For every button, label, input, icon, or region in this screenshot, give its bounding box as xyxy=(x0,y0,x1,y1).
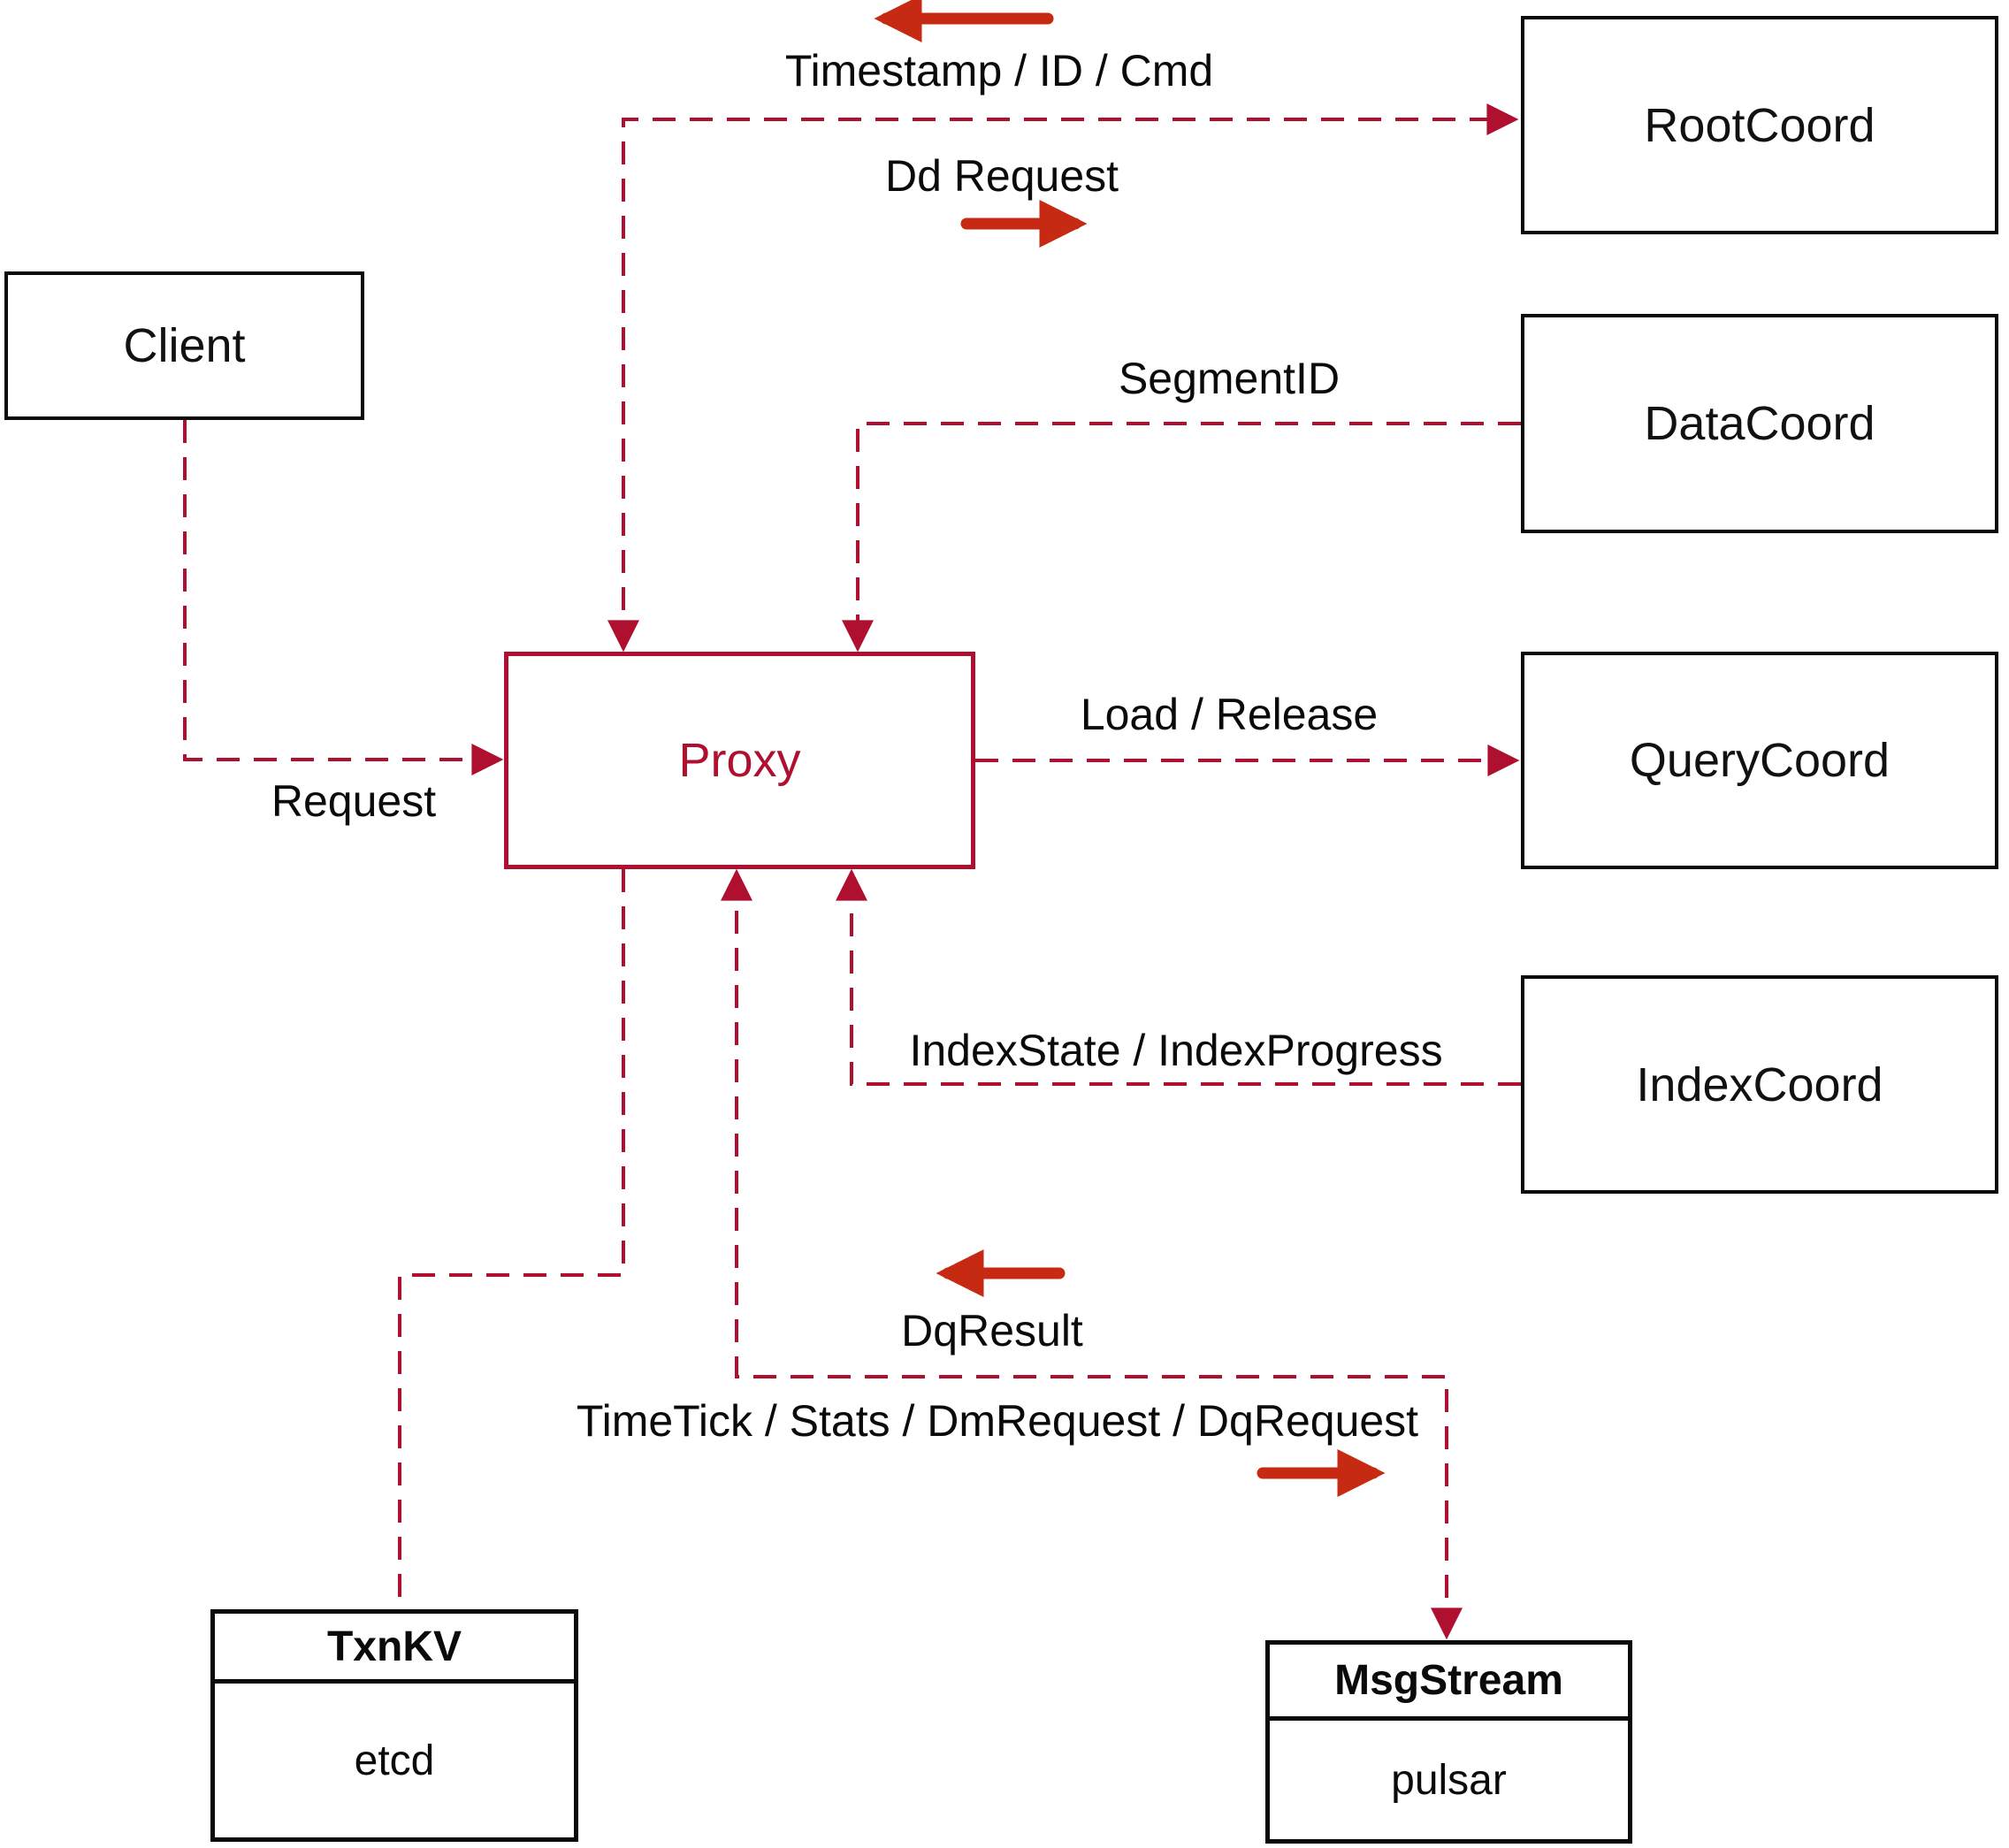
edge-proxy-txnkv xyxy=(398,869,625,1607)
rootcoord-node: RootCoord xyxy=(1521,16,1998,234)
txnkv-node: TxnKV etcd xyxy=(210,1609,578,1842)
edge-proxy-rootcoord xyxy=(607,103,1519,653)
edge-client-proxy xyxy=(183,420,504,775)
index-state-edge-label: IndexState / IndexProgress xyxy=(909,1026,1443,1075)
proxy-node: Proxy xyxy=(504,652,975,869)
datacoord-node: DataCoord xyxy=(1521,314,1998,533)
msgstream-impl: pulsar xyxy=(1391,1756,1507,1804)
segment-id-edge-label: SegmentID xyxy=(1118,354,1341,403)
request-edge-label: Request xyxy=(271,776,437,826)
indexcoord-node: IndexCoord xyxy=(1521,975,1998,1194)
edge-datacoord-proxy xyxy=(842,422,1521,653)
dd-request-edge-label: Dd Request xyxy=(884,151,1119,201)
timestamp-edge-label: Timestamp / ID / Cmd xyxy=(784,46,1214,95)
txnkv-impl: etcd xyxy=(354,1737,435,1784)
client-node: Client xyxy=(4,271,364,420)
dq-result-edge-label: DqResult xyxy=(901,1306,1083,1355)
time-tick-edge-label: TimeTick / Stats / DmRequest / DqRequest xyxy=(576,1396,1419,1446)
txnkv-title: TxnKV xyxy=(215,1614,574,1684)
querycoord-node: QueryCoord xyxy=(1521,652,1998,869)
msgstream-node: MsgStream pulsar xyxy=(1265,1640,1632,1844)
edge-proxy-msgstream xyxy=(721,868,1463,1640)
msgstream-title: MsgStream xyxy=(1270,1645,1628,1721)
load-release-edge-label: Load / Release xyxy=(1080,690,1379,739)
